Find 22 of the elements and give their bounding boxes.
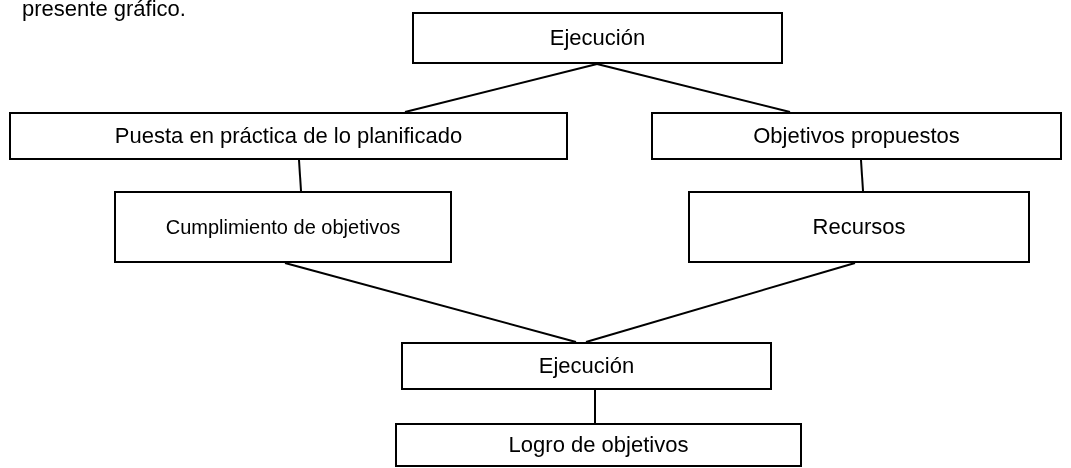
text-fragment: presente gráfico. [22,0,186,22]
box-label: Ejecución [549,25,646,51]
box-label: Ejecución [538,353,635,379]
box-label: Objetivos propuestos [753,123,960,149]
process-box [9,112,568,160]
process-box [651,112,1062,160]
process-box [688,191,1030,263]
process-box [395,423,802,467]
connector-line [298,159,302,192]
box-label: Cumplimiento de objetivos [165,215,401,239]
connector-line [594,389,596,424]
box-label: Recursos [812,214,906,240]
connector-line [596,63,791,113]
process-box [114,191,452,263]
connector-line [860,159,864,192]
connector-line [404,63,598,113]
connector-line [284,262,577,343]
box-label: Logro de objetivos [508,432,689,458]
box-label: Puesta en práctica de lo planificado [114,123,463,149]
connector-line [585,262,856,343]
process-box [412,12,783,64]
process-box [401,342,772,390]
